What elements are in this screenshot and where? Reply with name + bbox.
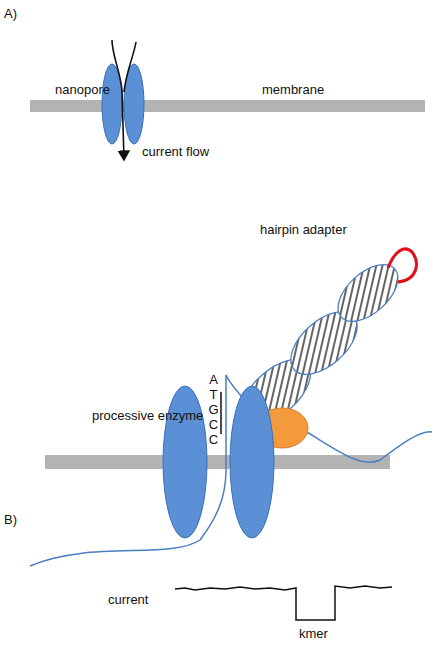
- dna-helix-turn: [328, 254, 408, 332]
- hairpin-loop: [388, 249, 416, 282]
- panel-letter: A): [4, 6, 17, 22]
- dna-strand: [300, 428, 432, 462]
- current-trace: [175, 586, 392, 620]
- panel-letter: B): [4, 512, 17, 528]
- current-arrow: [124, 42, 136, 92]
- part-label: membrane: [262, 82, 324, 98]
- axis-label: current: [108, 592, 148, 608]
- part-label: current flow: [142, 144, 209, 160]
- membrane-bar: [30, 100, 425, 112]
- membrane-bar: [45, 455, 390, 469]
- kmer-bracket: [220, 392, 222, 434]
- nanopore-half: [230, 386, 274, 538]
- base-sequence: A T G C C: [207, 372, 220, 447]
- part-label: processive enzyme: [92, 408, 203, 424]
- part-label: hairpin adapter: [260, 222, 347, 238]
- current-arrow: [112, 40, 124, 160]
- dna-strand: [30, 375, 262, 566]
- part-label: nanopore: [55, 82, 110, 98]
- axis-label: kmer: [299, 626, 328, 642]
